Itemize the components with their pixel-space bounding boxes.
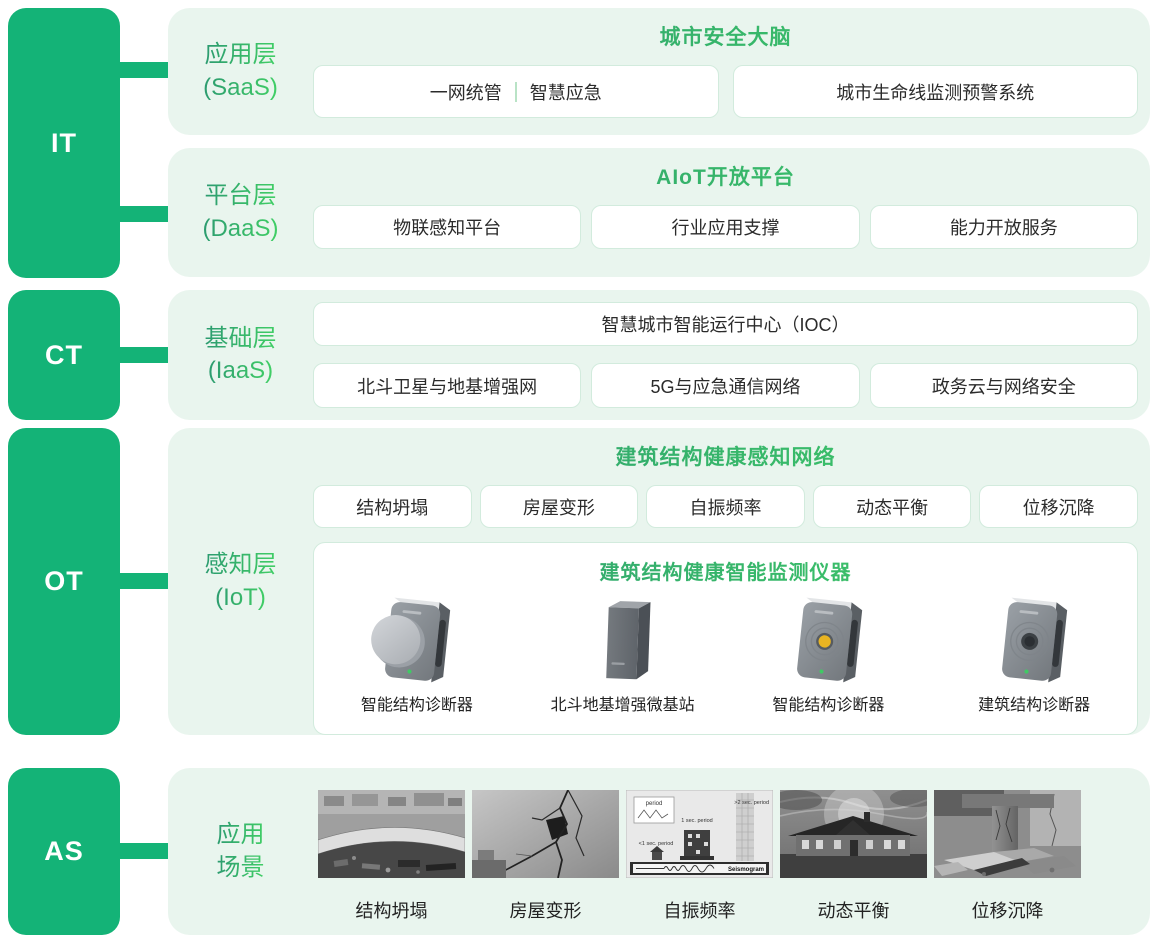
box-industry-application-support: 行业应用支撑 <box>591 205 860 249</box>
rail-label-ct: CT <box>45 339 83 370</box>
box-natural-frequency: 自振频率 <box>646 485 805 528</box>
layer-tier: (IoT) <box>215 582 266 614</box>
house-photo <box>780 790 927 878</box>
ring-sensor-yellow-image <box>796 597 862 683</box>
connector-as-scenes <box>112 843 170 859</box>
box-text-smart-emergency: 智慧应急 <box>529 82 602 103</box>
scene-caption: 自振频率 <box>663 901 736 921</box>
rail-block-ct: CT <box>8 290 120 420</box>
panel-application-scenes: 应用 场景 <box>168 768 1150 935</box>
device-label: 北斗地基增强微基站 <box>550 697 695 714</box>
monitoring-devices-container: 建筑结构健康智能监测仪器 <box>313 542 1138 735</box>
cracked-wall-photo <box>472 790 619 878</box>
layer-name: 感知层 <box>205 549 277 581</box>
scene-dynamic-balance: 动态平衡 <box>780 790 927 923</box>
label-lt1sec-period: <1 sec. period <box>639 841 674 847</box>
panel-iaas: 基础层 (IaaS) 智慧城市智能运行中心（IOC） 北斗卫星与地基增强网 5G… <box>168 290 1150 420</box>
rail-label-ot: OT <box>44 566 84 596</box>
divider <box>514 81 517 102</box>
connector-ct-iaas <box>112 347 170 363</box>
scene-caption: 位移沉降 <box>971 901 1044 921</box>
box-city-lifeline-system: 城市生命线监测预警系统 <box>732 65 1138 118</box>
connector-it-saas <box>112 62 170 78</box>
foundation-damage-photo <box>934 790 1081 878</box>
box-iot-sensing-platform: 物联感知平台 <box>313 205 582 249</box>
device-disc-diagnoser: 智能结构诊断器 <box>314 587 520 715</box>
box-smart-city-ioc: 智慧城市智能运行中心（IOC） <box>313 302 1138 346</box>
scene-caption: 结构坍塌 <box>355 901 428 921</box>
layer-name: 基础层 <box>205 323 277 355</box>
scene-caption: 房屋变形 <box>509 901 582 921</box>
box-structure-collapse: 结构坍塌 <box>313 485 472 528</box>
device-label: 智能结构诊断器 <box>772 697 885 714</box>
layer-name: 平台层 <box>205 180 277 212</box>
ring-sensor-dark-image <box>1002 597 1068 683</box>
device-label: 建筑结构诊断器 <box>978 697 1091 714</box>
scene-structure-collapse: 结构坍塌 <box>318 790 465 923</box>
panel-title-aiot-platform: AIoT开放平台 <box>313 148 1138 191</box>
rail-block-as: AS <box>8 768 120 935</box>
layer-label-saas: 应用层 (SaaS) <box>168 8 313 135</box>
box-text-one-network: 一网统管 <box>429 82 502 103</box>
layer-tier: (DaaS) <box>202 213 278 245</box>
device-ring-diagnoser-dark: 建筑结构诊断器 <box>931 587 1137 715</box>
connector-it-daas <box>112 206 170 222</box>
panel-daas: 平台层 (DaaS) AIoT开放平台 物联感知平台 行业应用支撑 能力开放服务 <box>168 148 1150 277</box>
scene-house-deformation: 房屋变形 <box>472 790 619 923</box>
seismogram-diagram: period 1 sec. period <1 sec. period >2 s… <box>626 790 773 878</box>
label-gt2sec-period: >2 sec. period <box>734 800 769 806</box>
panel-title-city-safety-brain: 城市安全大脑 <box>313 8 1138 51</box>
layer-tier: (IaaS) <box>208 355 273 387</box>
device-ring-diagnoser-yellow: 智能结构诊断器 <box>726 587 932 715</box>
layer-label-scenes: 应用 场景 <box>168 768 313 935</box>
structure-collapse-photo <box>318 790 465 878</box>
rail-block-ot: OT <box>8 428 120 735</box>
scene-natural-frequency: period 1 sec. period <1 sec. period >2 s… <box>626 790 773 923</box>
connector-ot-iot <box>112 573 170 589</box>
panel-saas: 应用层 (SaaS) 城市安全大脑 一网统管 智慧应急 城市生命线监测预警系统 <box>168 8 1150 135</box>
scene-caption: 动态平衡 <box>817 901 890 921</box>
inner-title-monitoring-instruments: 建筑结构健康智能监测仪器 <box>314 556 1137 585</box>
device-beidou-micro-station: 北斗地基增强微基站 <box>520 587 726 715</box>
device-label: 智能结构诊断器 <box>360 697 473 714</box>
label-1sec-period: 1 sec. period <box>681 818 713 824</box>
layer-label-iaas: 基础层 (IaaS) <box>168 290 313 420</box>
layer-name-line1: 应用 <box>217 819 265 851</box>
box-displacement-settlement: 位移沉降 <box>979 485 1138 528</box>
box-gov-cloud-network-security: 政务云与网络安全 <box>869 363 1138 408</box>
rail-label-as: AS <box>44 836 84 866</box>
box-beidou-ground-augmentation: 北斗卫星与地基增强网 <box>313 363 582 408</box>
box-dynamic-balance: 动态平衡 <box>812 485 972 528</box>
disc-sensor-image <box>371 597 451 683</box>
box-5g-emergency-network: 5G与应急通信网络 <box>591 363 860 408</box>
rail-label-it: IT <box>51 127 77 158</box>
label-seismogram: Seismogram <box>728 867 764 873</box>
rail-block-it: IT <box>8 8 120 278</box>
pillar-station-image <box>606 601 651 680</box>
panel-iot: 感知层 (IoT) 建筑结构健康感知网络 结构坍塌 房屋变形 自振频率 动态平衡… <box>168 428 1150 735</box>
layer-name-line2: 场景 <box>217 852 265 884</box>
layer-name: 应用层 <box>205 39 277 71</box>
panel-title-structure-health-network: 建筑结构健康感知网络 <box>313 428 1138 471</box>
label-period: period <box>646 801 663 807</box>
layer-label-iot: 感知层 (IoT) <box>168 428 313 735</box>
layer-label-daas: 平台层 (DaaS) <box>168 148 313 277</box>
box-capability-open-service: 能力开放服务 <box>869 205 1138 249</box>
layer-tier: (SaaS) <box>203 72 278 104</box>
box-one-network-smart-emergency: 一网统管 智慧应急 <box>313 65 719 118</box>
box-house-deformation: 房屋变形 <box>479 485 639 528</box>
scene-displacement-settlement: 位移沉降 <box>934 790 1081 923</box>
